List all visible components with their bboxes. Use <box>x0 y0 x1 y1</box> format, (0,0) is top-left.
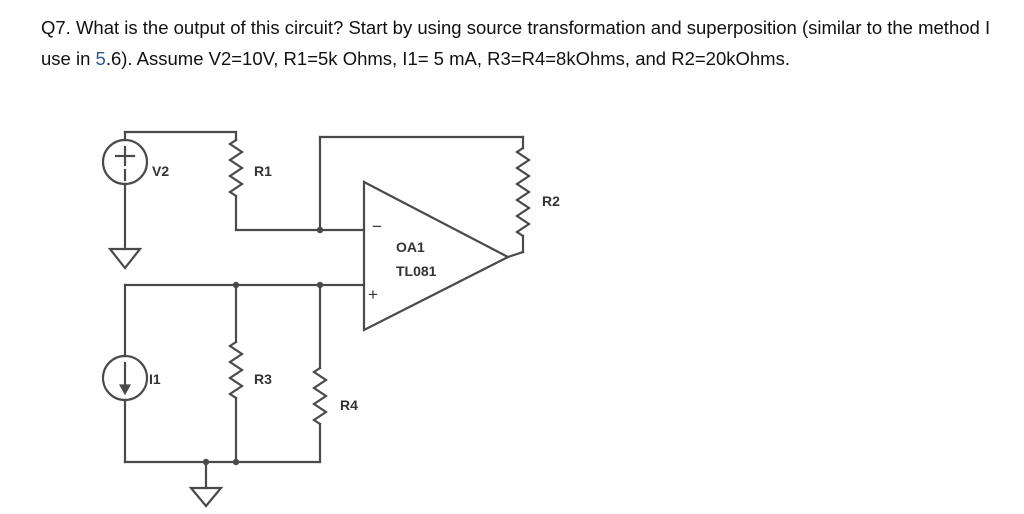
r1-label: R1 <box>254 163 272 179</box>
v2-label: V2 <box>152 163 169 179</box>
v2-ground-symbol <box>107 247 143 270</box>
v2-voltage-source: V2 <box>101 130 238 251</box>
non-inverting-node <box>123 281 366 289</box>
r2-label: R2 <box>542 193 560 209</box>
question-part-2: .6). Assume V2=10V, R1=5k Ohms, I1= 5 mA… <box>105 48 790 69</box>
bottom-ground-symbol <box>188 486 224 508</box>
r3-label: R3 <box>254 371 272 387</box>
opamp-model-label: TL081 <box>396 263 437 279</box>
section-reference: 5 <box>95 48 106 69</box>
r4-label: R4 <box>340 397 358 413</box>
i1-current-source: I1 <box>101 283 161 464</box>
inverting-input-sign: − <box>372 217 382 236</box>
r3-resistor: R3 <box>228 283 272 464</box>
r2-resistor: R2 <box>506 146 560 259</box>
opamp-oa1: − + OA1 TL081 <box>362 180 511 332</box>
r1-resistor: R1 <box>228 130 272 232</box>
question-part-1: Q7. What is the output of this circuit? … <box>41 17 991 69</box>
non-inverting-input-sign: + <box>368 285 378 304</box>
opamp-name-label: OA1 <box>396 239 425 255</box>
i1-label: I1 <box>149 371 161 387</box>
feedback-network <box>234 135 525 234</box>
question-text: Q7. What is the output of this circuit? … <box>41 12 1001 74</box>
bottom-ground-rail <box>123 458 322 490</box>
r4-resistor: R4 <box>312 283 358 464</box>
